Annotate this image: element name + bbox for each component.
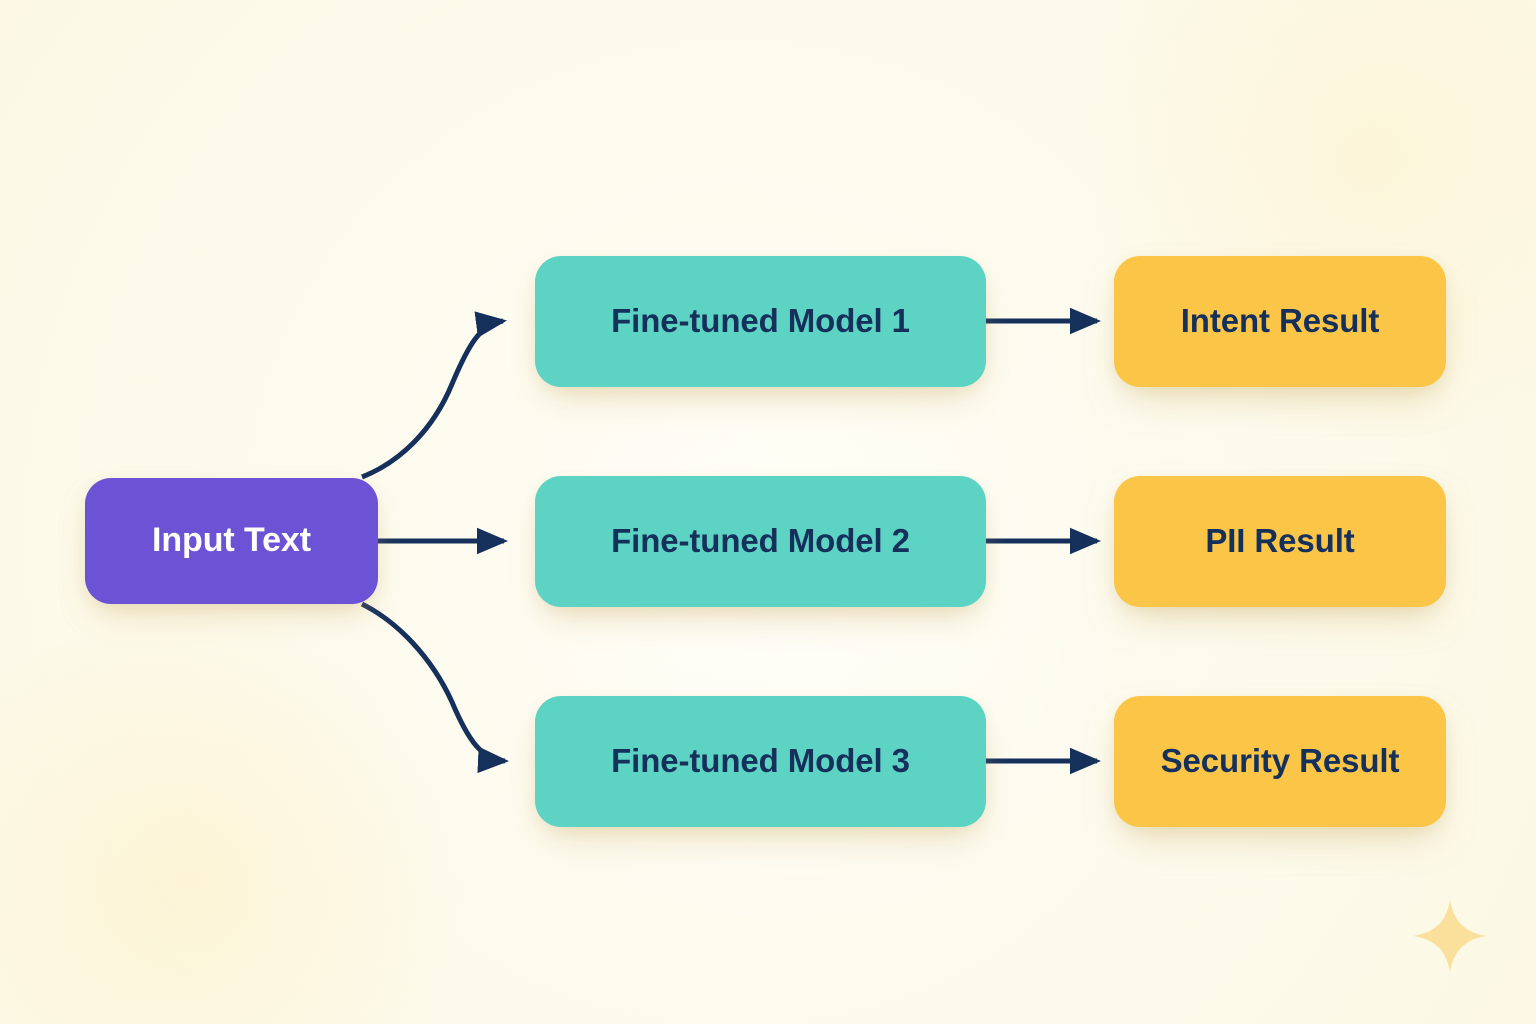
node-input-text[interactable]: Input Text <box>85 478 378 604</box>
node-fine-tuned-model-1-label: Fine-tuned Model 1 <box>611 302 910 340</box>
node-fine-tuned-model-2[interactable]: Fine-tuned Model 2 <box>535 476 986 607</box>
node-fine-tuned-model-3-label: Fine-tuned Model 3 <box>611 742 910 780</box>
node-security-result-label: Security Result <box>1160 742 1400 780</box>
node-pii-result[interactable]: PII Result <box>1114 476 1446 607</box>
node-security-result[interactable]: Security Result <box>1114 696 1446 827</box>
node-input-text-label: Input Text <box>152 521 311 560</box>
node-intent-result-label: Intent Result <box>1180 302 1380 340</box>
sparkle-icon <box>1413 899 1487 973</box>
node-fine-tuned-model-3[interactable]: Fine-tuned Model 3 <box>535 696 986 827</box>
node-intent-result[interactable]: Intent Result <box>1114 256 1446 387</box>
edge-input-to-model-3 <box>360 601 509 774</box>
background-glow-center <box>420 300 1180 920</box>
background-glow-bottom-left <box>0 620 500 1024</box>
node-fine-tuned-model-2-label: Fine-tuned Model 2 <box>611 522 910 560</box>
node-fine-tuned-model-1[interactable]: Fine-tuned Model 1 <box>535 256 986 387</box>
node-pii-result-label: PII Result <box>1205 522 1355 560</box>
edge-input-to-model-1 <box>361 311 507 480</box>
